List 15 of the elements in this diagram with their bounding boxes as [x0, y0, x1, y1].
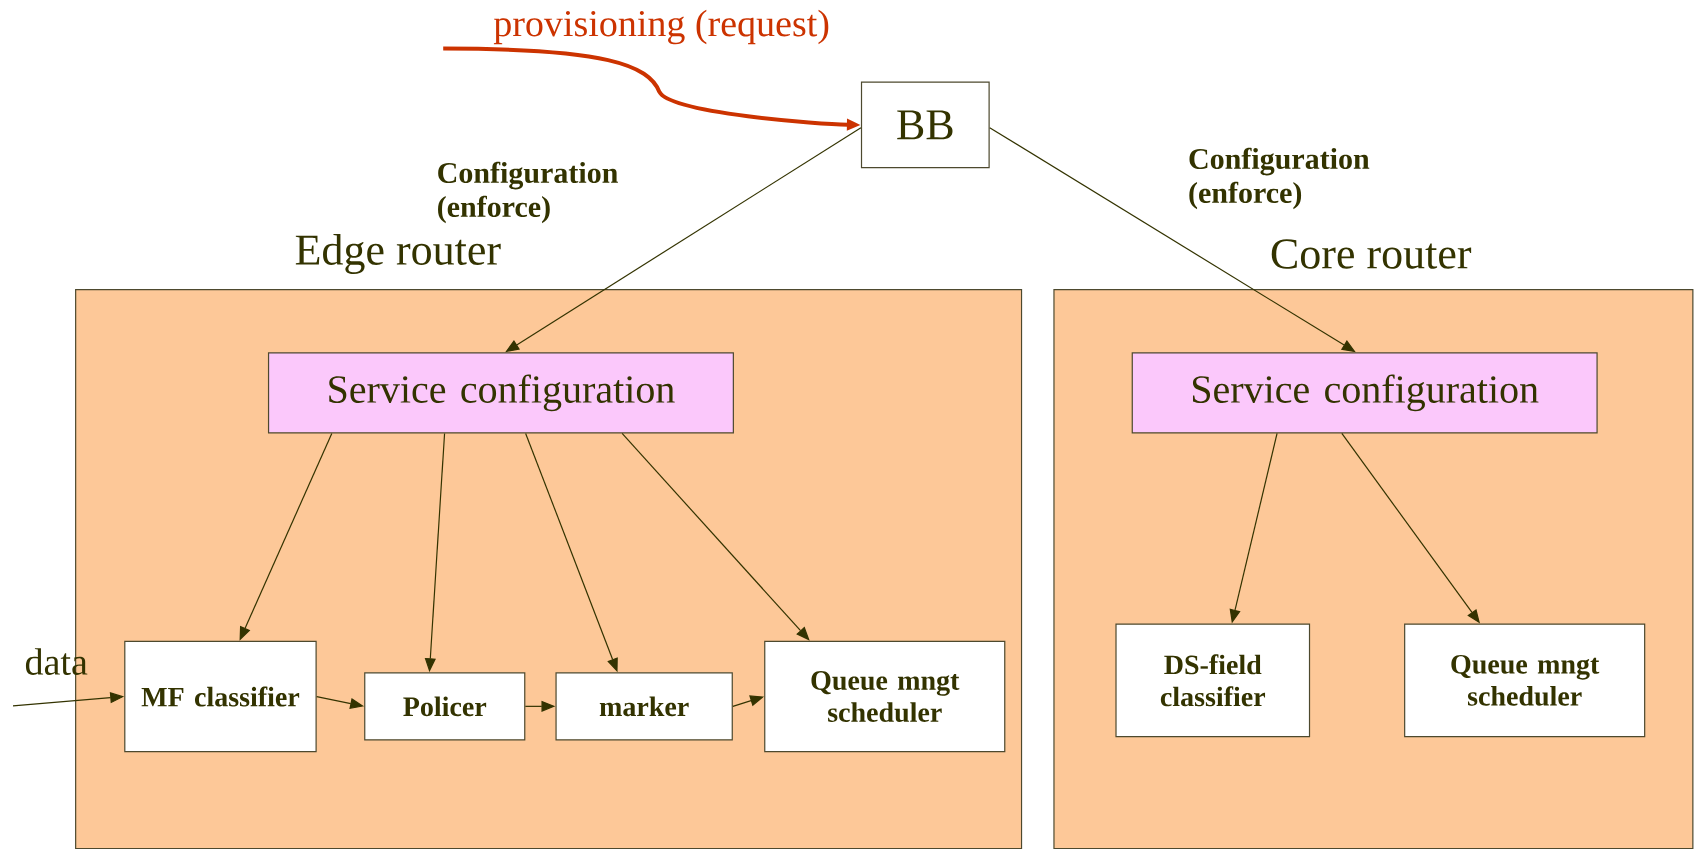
edge-label: Configuration (enforce) [1189, 147, 1370, 210]
node-label: Edge router [295, 233, 501, 274]
component-box: DS-field classifier [1115, 623, 1311, 738]
component-box: MF classifier [124, 640, 317, 753]
component-box: Queue mngt scheduler [1404, 623, 1646, 738]
component-box: Policer [364, 672, 526, 741]
broker-box: BB [860, 81, 990, 169]
service-configuration-box: Service configuration [1131, 352, 1598, 434]
service-configuration-box: Service configuration [267, 352, 734, 434]
component-box: marker [555, 672, 733, 741]
node-label: Core router [1271, 239, 1472, 269]
edge-label: Configuration (enforce) [438, 161, 618, 224]
arrow [621, 432, 810, 641]
component-box: Queue mngt scheduler [764, 640, 1006, 753]
edge-label: provisioning (request) [493, 9, 829, 45]
